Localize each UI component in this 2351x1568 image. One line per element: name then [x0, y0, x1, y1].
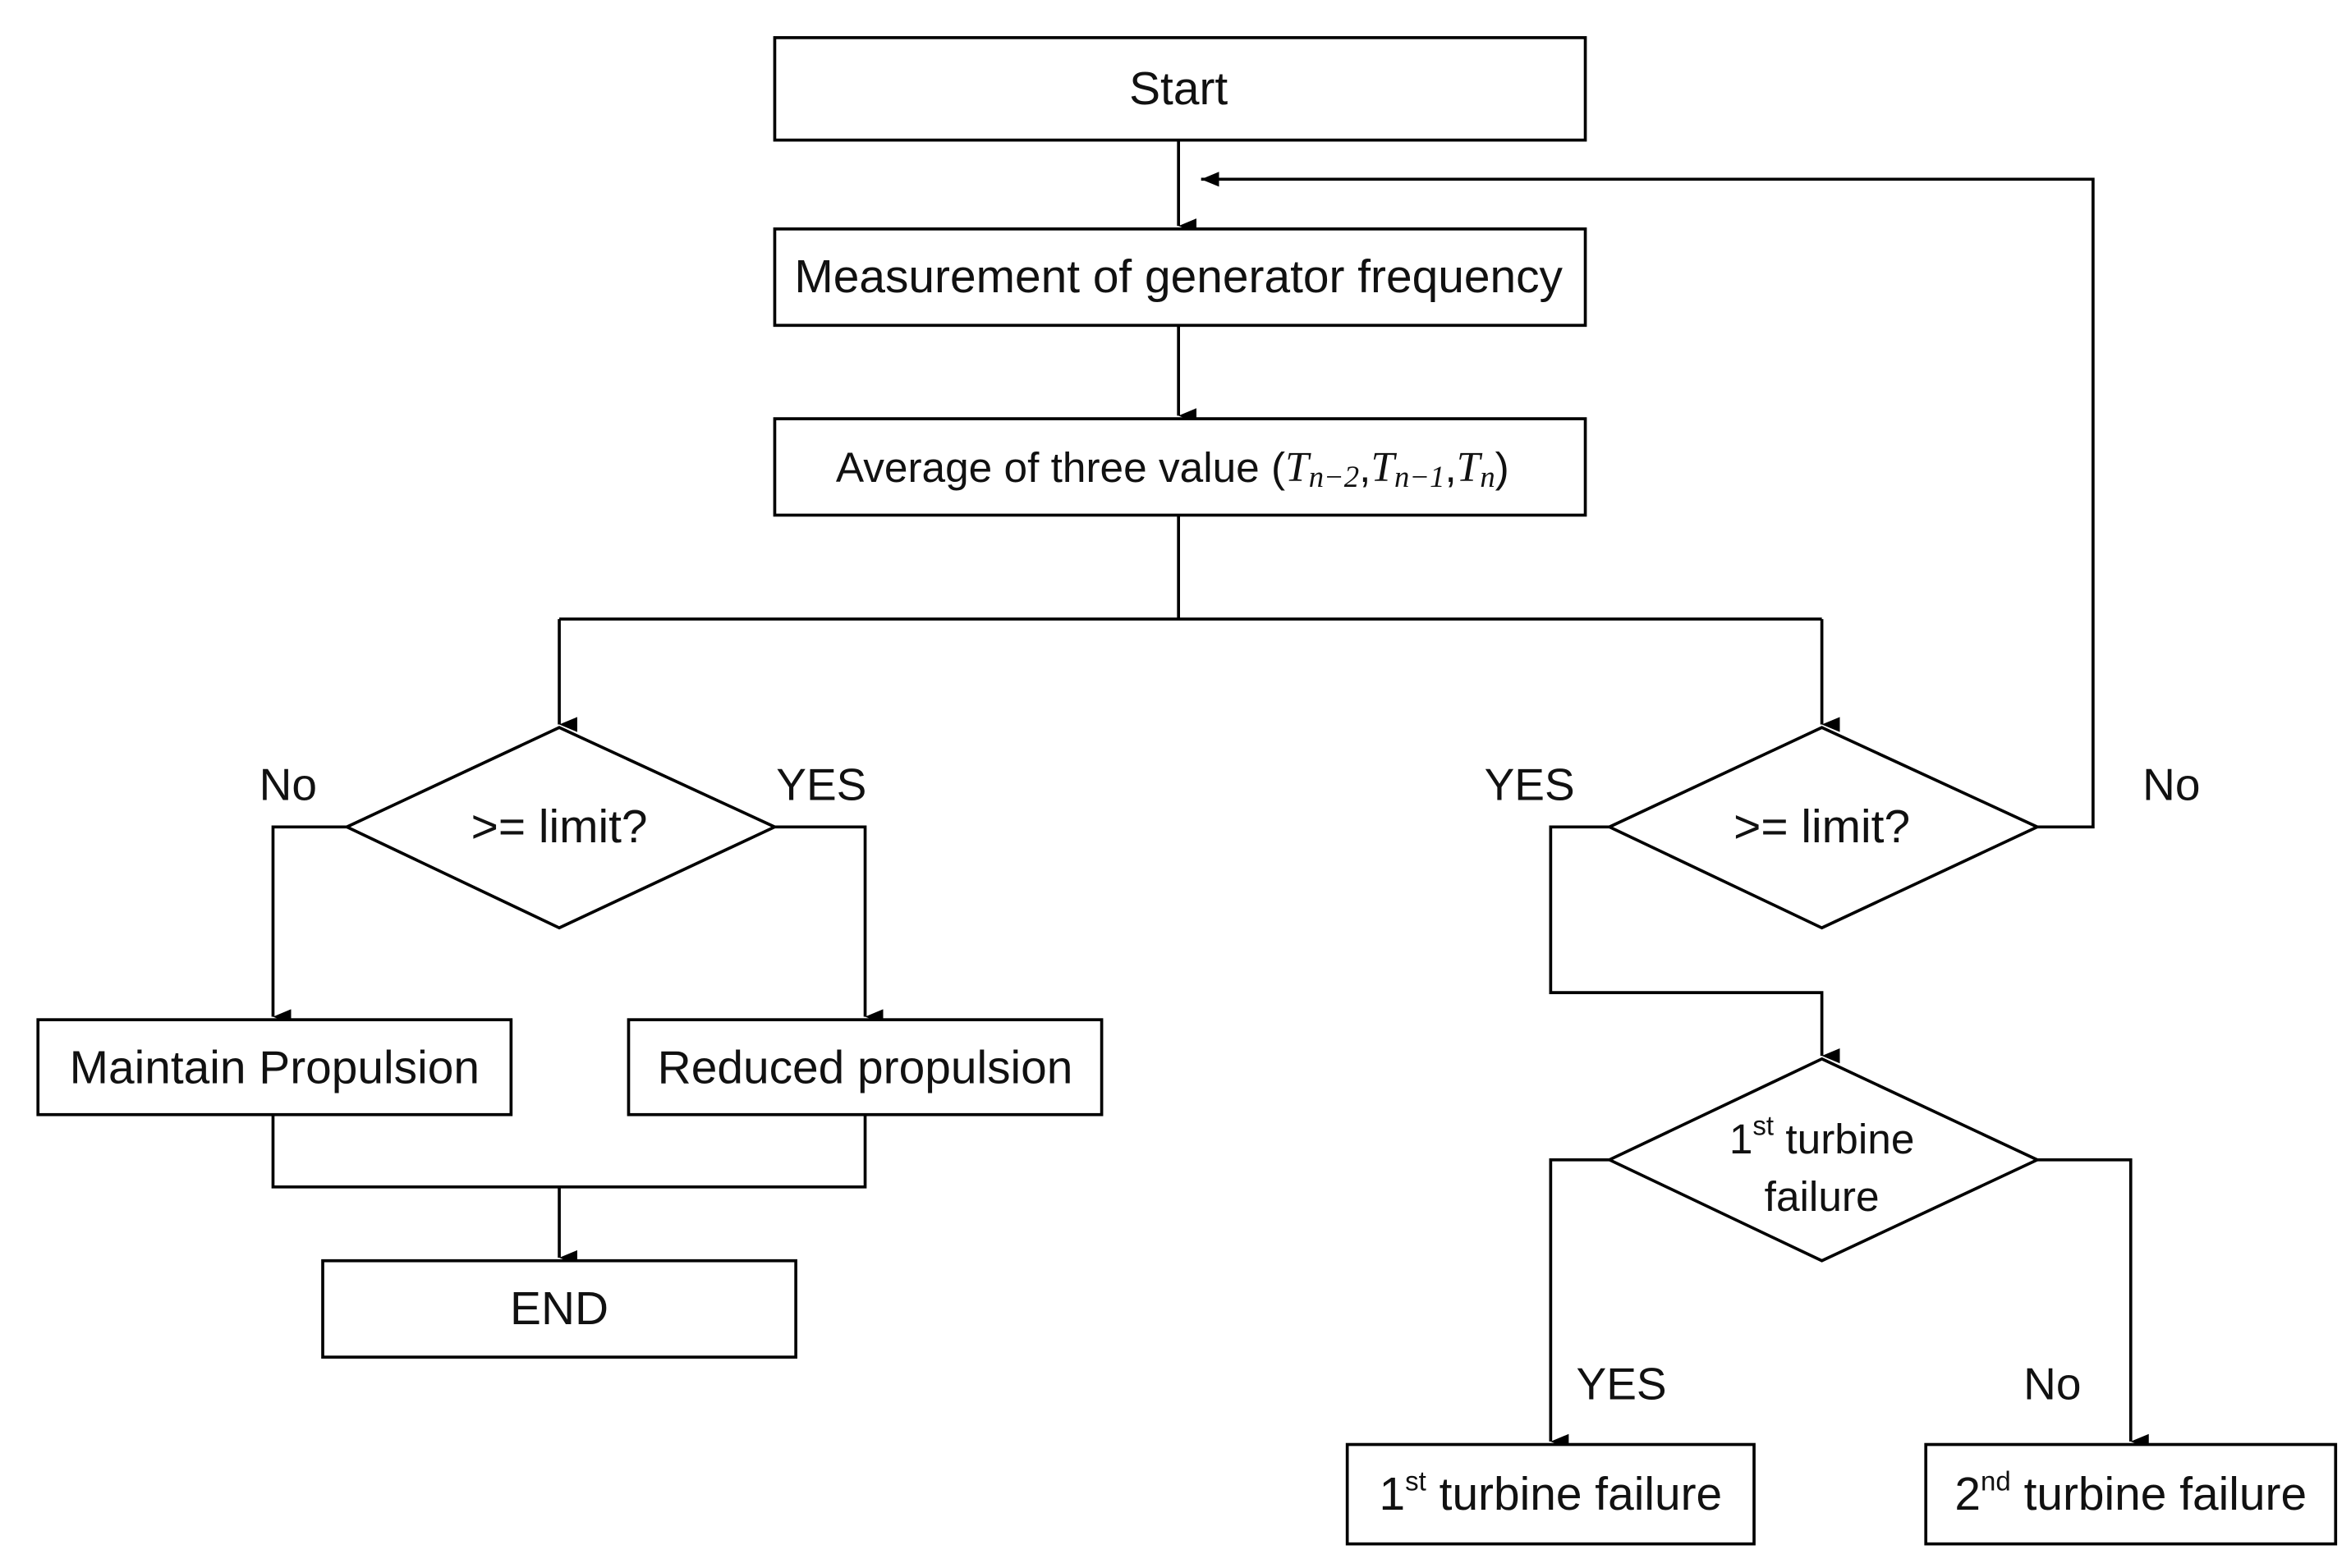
- line-merge: [271, 1114, 867, 1189]
- connectors: [271, 140, 2149, 1450]
- measure-node: Measurement of generator frequency: [773, 227, 1587, 328]
- label-right-yes: YES: [1485, 759, 1575, 809]
- arrow-left-yes: [774, 825, 884, 1025]
- label-turbine-no: No: [2023, 1359, 2081, 1410]
- arrow-loop-back: [1201, 172, 2095, 829]
- second-failure-node: 2nd turbine failure: [1924, 1442, 2338, 1546]
- turbine-decision: 1st turbine failure: [1605, 1057, 2041, 1263]
- label-left-yes: YES: [776, 759, 866, 809]
- right-decision: >= limit?: [1605, 726, 2041, 930]
- left-decision-label: >= limit?: [471, 801, 648, 853]
- arrow-turbine-no: [2036, 1158, 2149, 1450]
- label-right-no: No: [2142, 759, 2200, 809]
- reduced-label: Reduced propulsion: [658, 1042, 1073, 1093]
- turbine-decision-line2: failure: [1765, 1172, 1880, 1220]
- arrow-right-yes: [1549, 825, 1840, 1064]
- line-average-split: [559, 515, 1822, 621]
- arrow-turbine-yes: [1549, 1158, 1609, 1450]
- maintain-node: Maintain Propulsion: [36, 1018, 513, 1116]
- arrow-left-no: [271, 825, 347, 1025]
- reduced-node: Reduced propulsion: [627, 1018, 1104, 1116]
- maintain-label: Maintain Propulsion: [70, 1042, 480, 1093]
- start-label: Start: [1129, 63, 1228, 115]
- turbine-decision-line1: 1st turbine: [1729, 1110, 1915, 1162]
- start-node: Start: [773, 36, 1587, 142]
- end-node: END: [321, 1259, 797, 1359]
- average-node: Average of three value (Tn−2,Tn−1,Tn): [773, 417, 1587, 517]
- average-label: Average of three value (Tn−2,Tn−1,Tn): [836, 443, 1509, 493]
- left-decision: >= limit?: [343, 726, 778, 930]
- measure-label: Measurement of generator frequency: [794, 251, 1563, 303]
- second-failure-label: 2nd turbine failure: [1954, 1465, 2307, 1520]
- right-decision-label: >= limit?: [1733, 801, 1910, 853]
- end-label: END: [510, 1283, 608, 1335]
- label-turbine-yes: YES: [1577, 1359, 1667, 1410]
- label-left-no: No: [259, 759, 317, 809]
- first-failure-label: 1st turbine failure: [1380, 1465, 1723, 1520]
- first-failure-node: 1st turbine failure: [1345, 1442, 1756, 1546]
